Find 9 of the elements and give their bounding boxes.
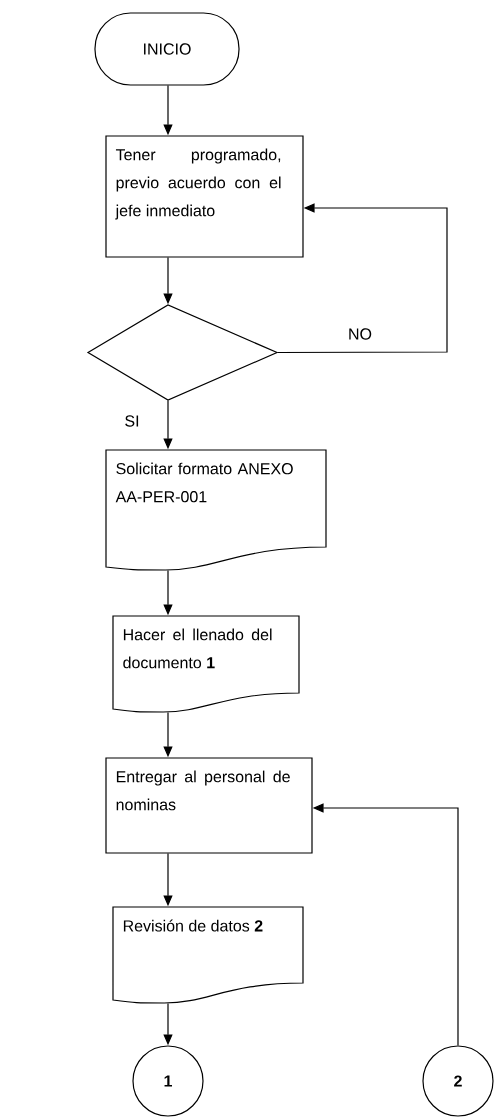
edge-label: NO bbox=[347, 327, 373, 341]
document-box: Solicitar formato ANEXO AA-PER-001 bbox=[105, 449, 327, 571]
terminal-box: INICIO bbox=[94, 12, 240, 86]
edge-label: SI bbox=[123, 414, 141, 428]
arrow bbox=[277, 203, 448, 354]
process-box: Entregar al personal de nominas bbox=[105, 757, 313, 854]
process-box: Tener programado, previo acuerdo con el jefe inmediato bbox=[105, 135, 304, 258]
document-box: Revisión de datos 2 bbox=[112, 906, 304, 1004]
document-box: Hacer el llenado del documento 1 bbox=[112, 615, 300, 713]
